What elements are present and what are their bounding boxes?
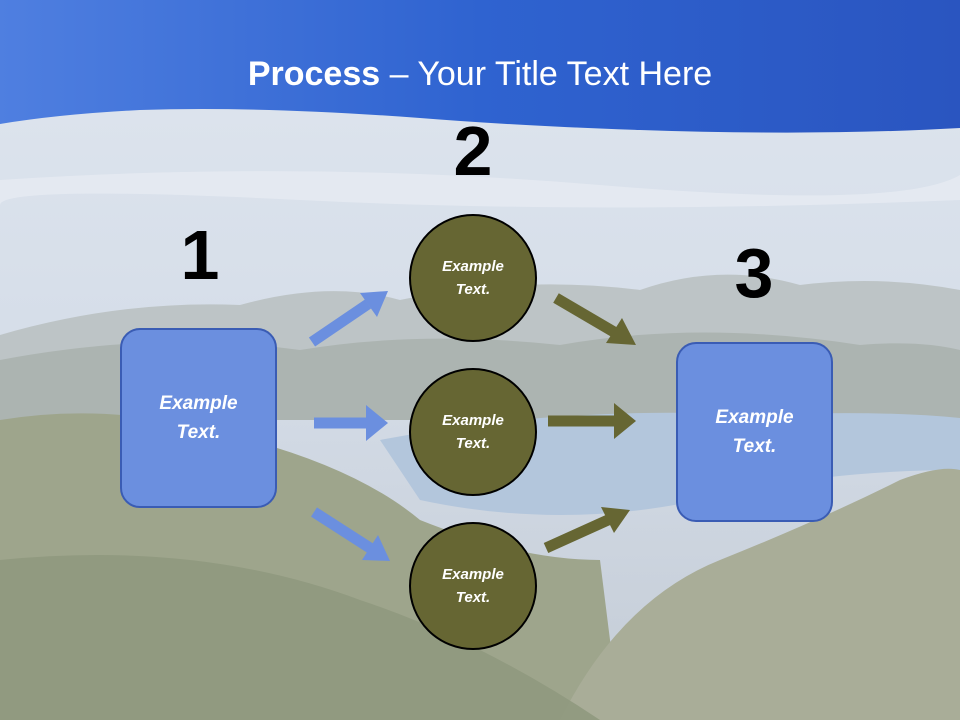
step-3-box: Example Text.	[676, 342, 833, 522]
step-3-text: Example Text.	[715, 407, 794, 457]
arrow-down-right-olive	[553, 293, 636, 345]
step-number-1: 1	[180, 216, 220, 294]
step-2-top-text: Example Text.	[442, 258, 504, 298]
step-number-3: 3	[734, 234, 774, 312]
title-bold: Process	[247, 55, 381, 93]
arrow-right-blue	[314, 405, 388, 441]
arrow-up-right-olive	[543, 507, 630, 554]
arrow-up-right-blue	[308, 291, 388, 347]
step-number-2: 2	[453, 112, 493, 190]
step-1-box: Example Text.	[120, 328, 277, 508]
arrow-down-right-blue	[311, 507, 390, 561]
step-1-text: Example Text.	[159, 393, 238, 443]
step-2-circle-middle: Example Text.	[409, 368, 537, 496]
step-2-circle-bottom: Example Text.	[409, 522, 537, 650]
step-2-circle-top: Example Text.	[409, 214, 537, 342]
arrow-right-olive	[548, 403, 636, 439]
step-2-middle-text: Example Text.	[442, 412, 504, 452]
title-rest: – Your Title Text Here	[380, 55, 713, 93]
slide-title: Process – Your Title Text Here	[0, 52, 960, 96]
step-2-bottom-text: Example Text.	[442, 566, 504, 606]
